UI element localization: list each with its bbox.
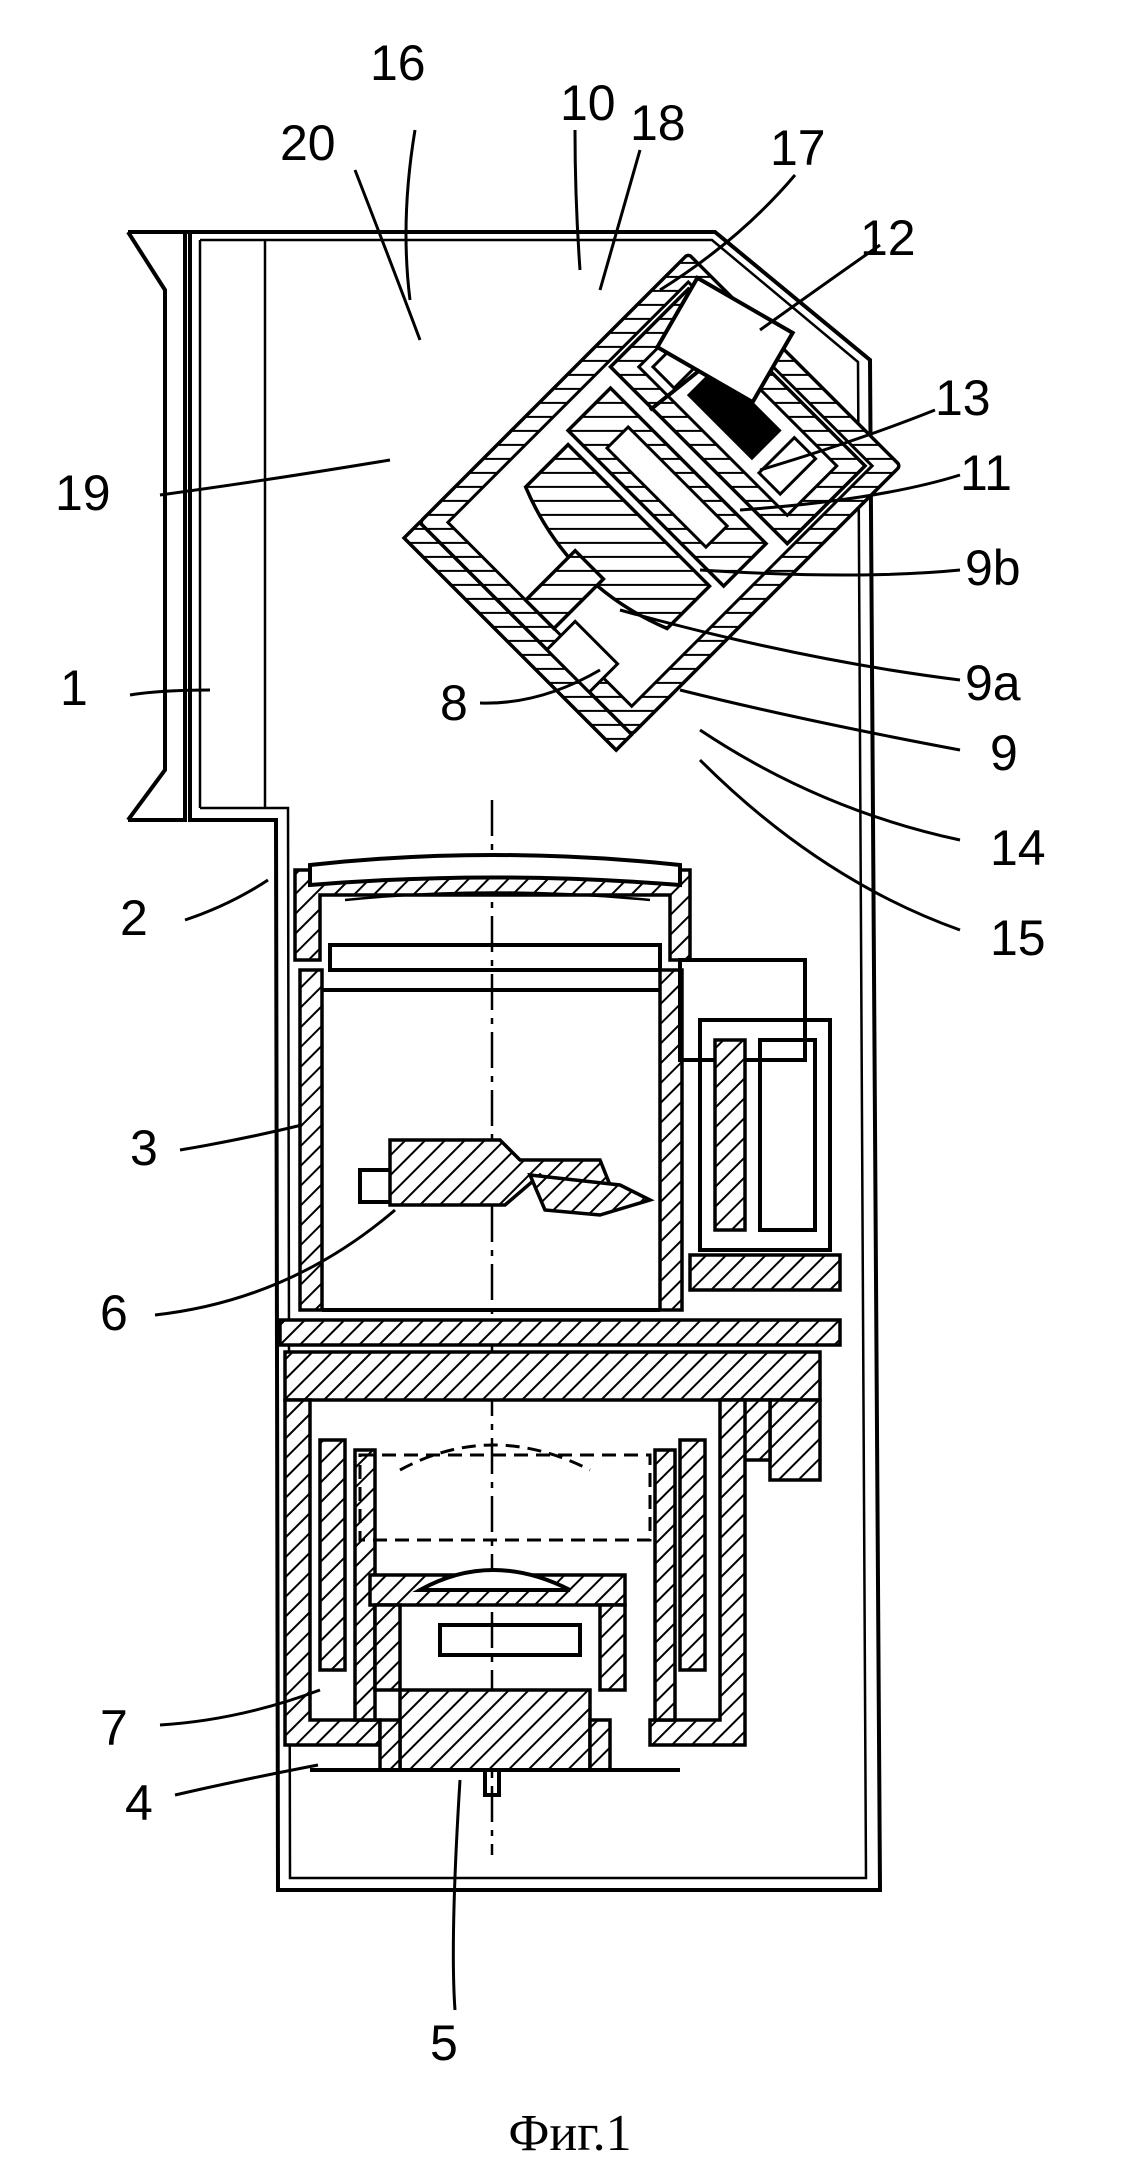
label-12: 12 — [860, 210, 916, 266]
label-3: 3 — [130, 1120, 158, 1176]
label-9a: 9a — [965, 655, 1021, 711]
label-9b: 9b — [965, 540, 1021, 596]
label-15: 15 — [990, 910, 1046, 966]
label-13: 13 — [935, 370, 991, 426]
lower-section — [285, 1352, 820, 1795]
label-10: 10 — [560, 75, 616, 131]
label-14: 14 — [990, 820, 1046, 876]
label-18: 18 — [630, 95, 686, 151]
mounting-bracket — [128, 232, 265, 820]
label-16: 16 — [370, 35, 426, 91]
label-2: 2 — [120, 890, 148, 946]
label-9: 9 — [990, 725, 1018, 781]
label-4: 4 — [125, 1775, 153, 1831]
label-6: 6 — [100, 1285, 128, 1341]
figure-caption: Фиг.1 — [508, 2105, 631, 2162]
label-7: 7 — [100, 1700, 128, 1756]
label-5: 5 — [430, 2015, 458, 2071]
label-8: 8 — [440, 675, 468, 731]
label-1: 1 — [60, 660, 88, 716]
label-20: 20 — [280, 115, 336, 171]
label-11: 11 — [960, 445, 1012, 501]
label-17: 17 — [770, 120, 826, 176]
label-19: 19 — [55, 465, 111, 521]
